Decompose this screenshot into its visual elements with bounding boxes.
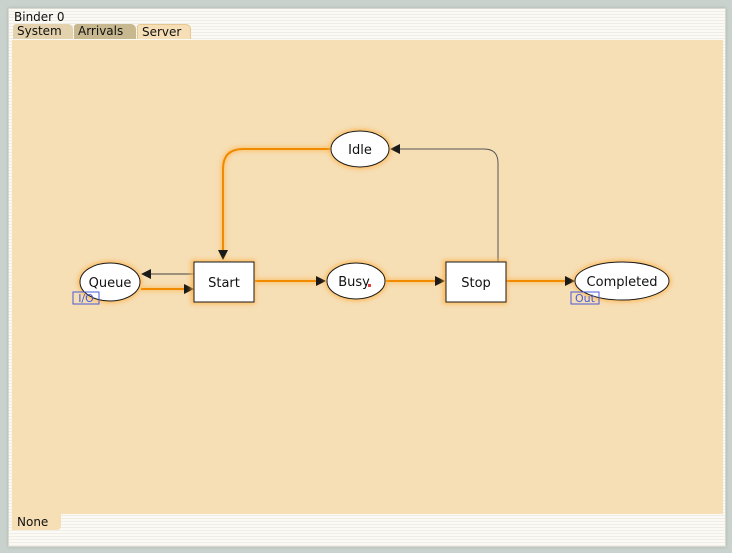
arc-idle-start[interactable] xyxy=(218,148,330,260)
place-queue-label: Queue xyxy=(89,276,132,291)
place-busy[interactable]: Busy xyxy=(325,261,387,301)
binder-window: Binder 0 System Arrivals Server xyxy=(8,8,726,547)
transition-stop[interactable]: Stop xyxy=(443,260,507,304)
arc-stop-idle[interactable] xyxy=(390,144,499,269)
port-out-label: Out xyxy=(575,292,596,305)
token-marker xyxy=(368,284,371,287)
tab-server[interactable]: Server xyxy=(137,24,191,39)
port-out-tag: Out xyxy=(570,291,600,305)
tab-none[interactable]: None xyxy=(12,514,61,530)
transition-stop-label: Stop xyxy=(461,276,491,291)
port-io-tag: I/O xyxy=(72,291,100,305)
port-io-label: I/O xyxy=(78,292,94,305)
transition-start-label: Start xyxy=(208,276,240,291)
tab-arrivals[interactable]: Arrivals xyxy=(74,24,136,39)
place-idle[interactable]: Idle xyxy=(329,129,391,169)
window-title: Binder 0 xyxy=(14,10,65,24)
petri-net: Idle Queue I/O Start Busy xyxy=(72,129,671,305)
tab-system[interactable]: System xyxy=(13,24,73,39)
place-busy-label: Busy xyxy=(338,275,370,290)
net-canvas[interactable]: Idle Queue I/O Start Busy xyxy=(12,40,723,514)
place-completed-label: Completed xyxy=(587,275,658,290)
transition-start[interactable]: Start xyxy=(191,260,255,304)
place-idle-label: Idle xyxy=(348,143,372,158)
